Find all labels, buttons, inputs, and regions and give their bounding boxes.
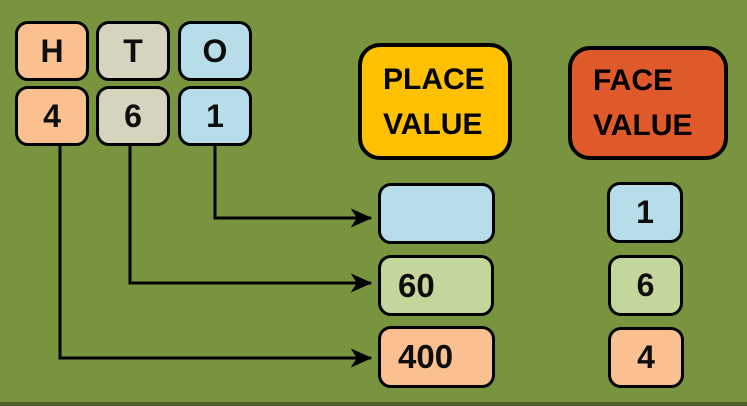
ones-label-box: O xyxy=(178,21,252,81)
ones-digit-box: 1 xyxy=(178,86,252,146)
face-value-tens-box: 6 xyxy=(608,255,683,316)
face-value-hundreds-box: 4 xyxy=(608,327,684,388)
tens-digit-box: 6 xyxy=(96,86,170,146)
place-value-hundreds-box: 400 xyxy=(378,326,495,388)
place-value-ones-box xyxy=(378,183,495,244)
arrow-tens-to-place-value xyxy=(128,143,373,293)
hundreds-digit-box: 4 xyxy=(15,86,89,146)
arrow-ones-to-place-value xyxy=(213,143,373,228)
tens-label-box: T xyxy=(96,21,170,81)
place-value-header: PLACE VALUE xyxy=(358,43,512,160)
arrow-hundreds-to-place-value xyxy=(58,143,373,368)
hundreds-label-box: H xyxy=(15,21,89,81)
face-value-header: FACE VALUE xyxy=(568,46,728,160)
face-value-ones-box: 1 xyxy=(607,182,683,243)
place-value-tens-box: 60 xyxy=(378,255,494,316)
